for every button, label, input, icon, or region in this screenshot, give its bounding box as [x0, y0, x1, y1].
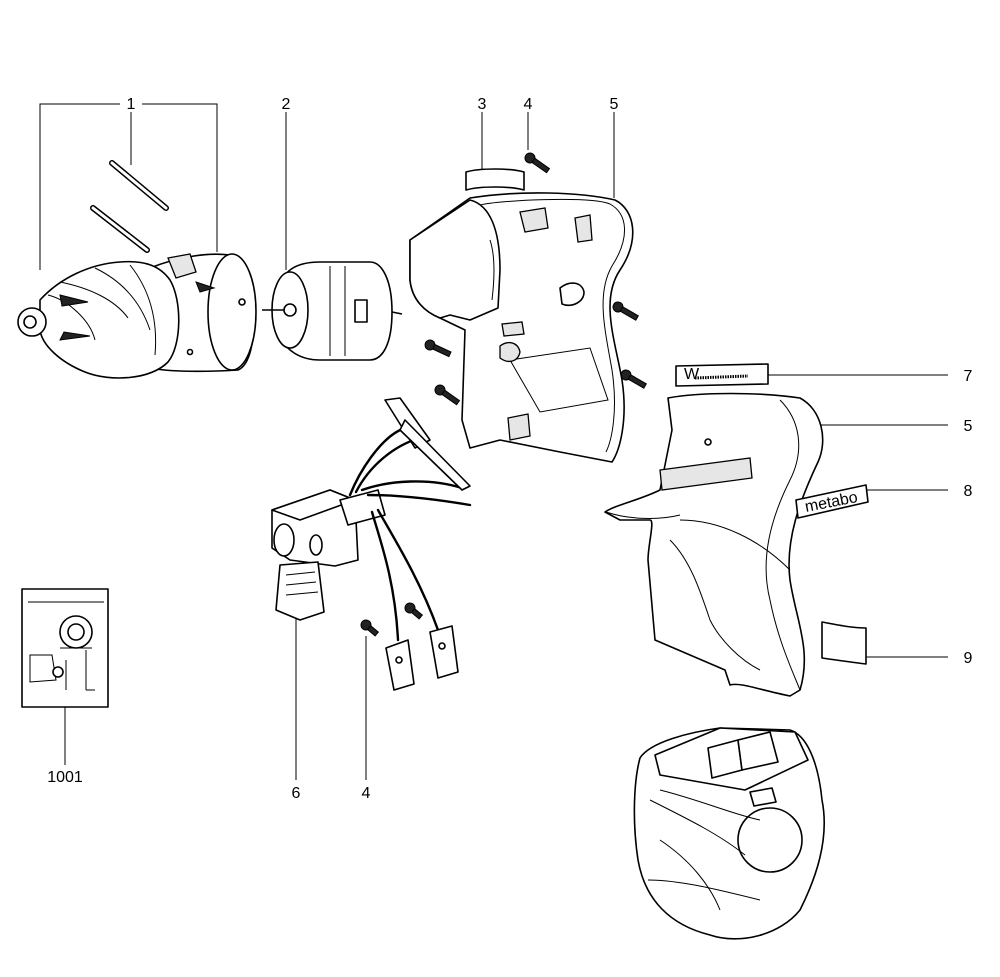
- gear-housing-assembly[interactable]: [17, 103, 257, 379]
- callout-6: 6: [292, 785, 301, 802]
- callout-8: 8: [964, 483, 973, 500]
- callout-1001: 1001: [47, 769, 83, 786]
- dc-motor[interactable]: [262, 112, 403, 361]
- callout-1: 1: [127, 96, 136, 113]
- callout-5-top: 5: [610, 96, 619, 113]
- battery-pack[interactable]: [633, 727, 826, 940]
- wiring-detail-inset[interactable]: [21, 588, 109, 765]
- callout-2: 2: [282, 96, 291, 113]
- callout-9: 9: [964, 650, 973, 667]
- callout-4-top: 4: [524, 96, 533, 113]
- type-plate: W: [675, 363, 769, 387]
- housing-shell-right[interactable]: [604, 392, 824, 697]
- brand-badge: metabo: [795, 484, 869, 519]
- callout-5-right: 5: [964, 418, 973, 435]
- type-plate-text: W: [684, 366, 700, 383]
- callout-4-bottom: 4: [362, 785, 371, 802]
- label-strip: [465, 168, 525, 191]
- label-strip-9: [821, 621, 867, 665]
- trigger-switch[interactable]: [271, 397, 472, 780]
- housing-shell-left[interactable]: [409, 192, 634, 463]
- brand-badge-text: metabo: [804, 489, 860, 516]
- switch-screws: [360, 602, 424, 780]
- housing-screws: [424, 152, 647, 406]
- callout-3: 3: [478, 96, 487, 113]
- callout-numbers: 1 2 3 4 5 7 5 8 9 6 4 1001: [47, 96, 972, 802]
- callout-7: 7: [964, 368, 973, 385]
